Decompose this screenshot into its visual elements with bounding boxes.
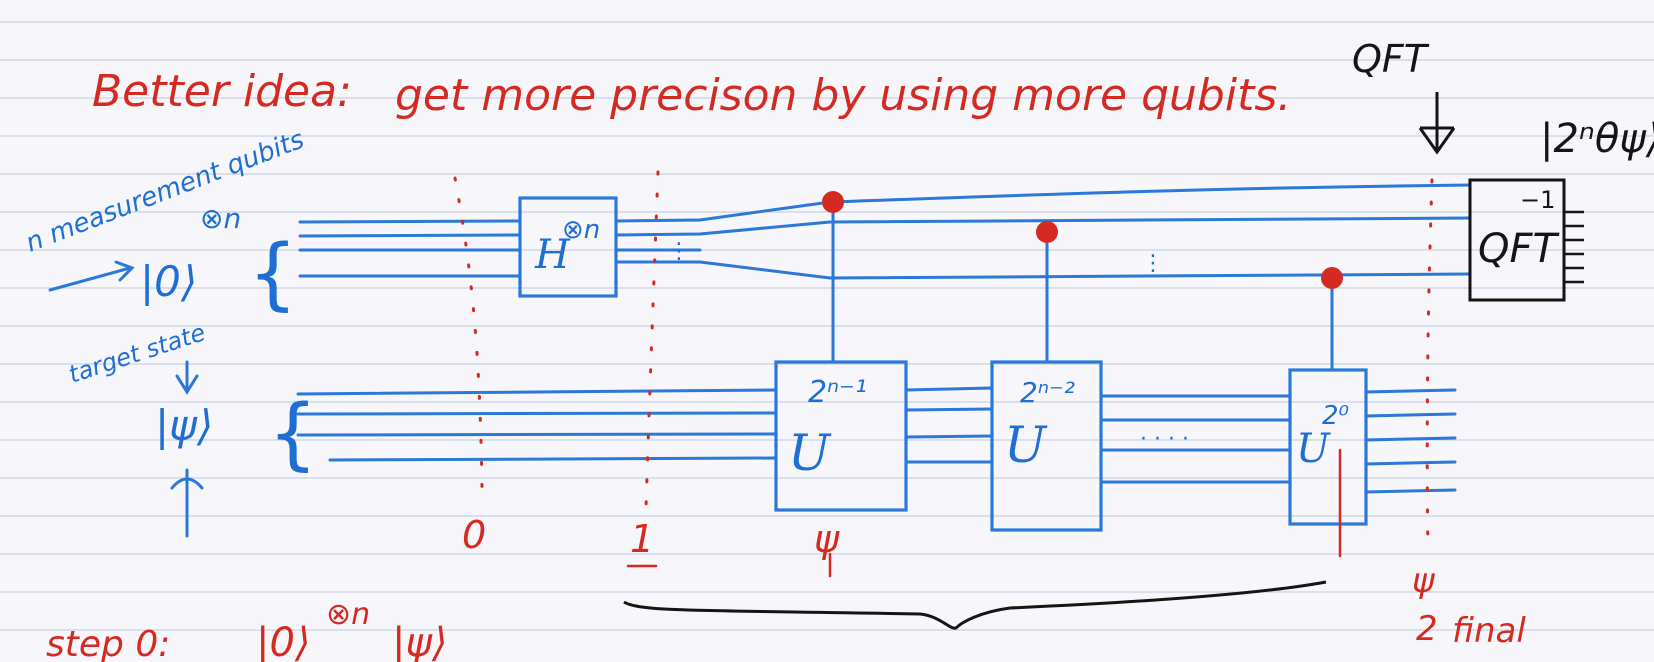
- bottom-step-label: step 0:: [46, 624, 170, 662]
- control-lines: [831, 200, 1334, 372]
- qft-down-arrow-icon: [1418, 92, 1456, 155]
- qft-top-label: QFT: [1352, 37, 1430, 81]
- ruled-lines: [0, 21, 1654, 631]
- qft-gate-power: −1: [1520, 186, 1555, 214]
- qft-output-ket: |2ⁿθψ⟩: [1540, 116, 1654, 162]
- hadamard-label: H: [534, 232, 571, 278]
- step-marker-0: 0: [462, 513, 486, 557]
- control-dot-3: [1321, 267, 1343, 289]
- measurement-register-wires: [298, 183, 1472, 280]
- u-gate-2-power: 2ⁿ⁻²: [1020, 376, 1075, 409]
- qft-output-lines: [1564, 210, 1584, 284]
- step-marker-final-word: final: [1452, 611, 1526, 651]
- hadamard-gate: H ⊗n: [518, 196, 618, 298]
- target-up-arrow-icon: [170, 468, 204, 538]
- u-gate-1-label: U: [788, 424, 832, 482]
- bottom-step-power: ⊗n: [326, 597, 370, 632]
- step-marker-final-num: 2: [1416, 609, 1438, 649]
- u-gate-3: U 2⁰: [1288, 368, 1368, 526]
- u-gate-1-power: 2ⁿ⁻¹: [808, 375, 867, 410]
- control-dot-2: [1036, 221, 1058, 243]
- measurement-ket: |0⟩: [140, 257, 197, 306]
- bottom-step-psi: |ψ⟩: [392, 620, 447, 662]
- qft-inverse-gate: QFT −1: [1468, 178, 1584, 302]
- target-register-wires: [296, 386, 1457, 494]
- u-gate-3-power: 2⁰: [1322, 401, 1350, 431]
- bottom-step-state: |0⟩: [256, 620, 311, 662]
- u-gate-2-label: U: [1004, 416, 1048, 474]
- step-marker-final-symbol: ψ: [1412, 561, 1435, 601]
- heading-text: get more precison by using more qubits.: [395, 70, 1291, 121]
- controlled-u-brace: [623, 580, 1327, 630]
- horizontal-ellipsis: · · · ·: [1140, 427, 1189, 452]
- hadamard-power: ⊗n: [562, 215, 600, 245]
- heading-prefix: Better idea:: [92, 66, 352, 117]
- input-arrow-icon: [48, 260, 135, 292]
- step-marker-1: 1: [630, 517, 654, 561]
- u-gate-2: U 2ⁿ⁻²: [990, 360, 1103, 532]
- step-marker-2: ψ: [814, 517, 840, 561]
- measurement-brace: {: [248, 229, 298, 319]
- vertical-ellipsis-2: ⋮: [1142, 251, 1164, 276]
- vertical-ellipsis-1: ⋮: [668, 239, 690, 264]
- measurement-tensor-power: ⊗n: [200, 202, 241, 235]
- u-gate-1: U 2ⁿ⁻¹: [774, 360, 908, 512]
- target-ket: |ψ⟩: [155, 401, 213, 450]
- control-dot-1: [822, 191, 844, 213]
- qft-gate-label: QFT: [1478, 226, 1560, 272]
- target-down-arrow-icon: [175, 360, 199, 395]
- u-gate-3-label: U: [1296, 426, 1331, 472]
- step-separators: [453, 170, 1434, 552]
